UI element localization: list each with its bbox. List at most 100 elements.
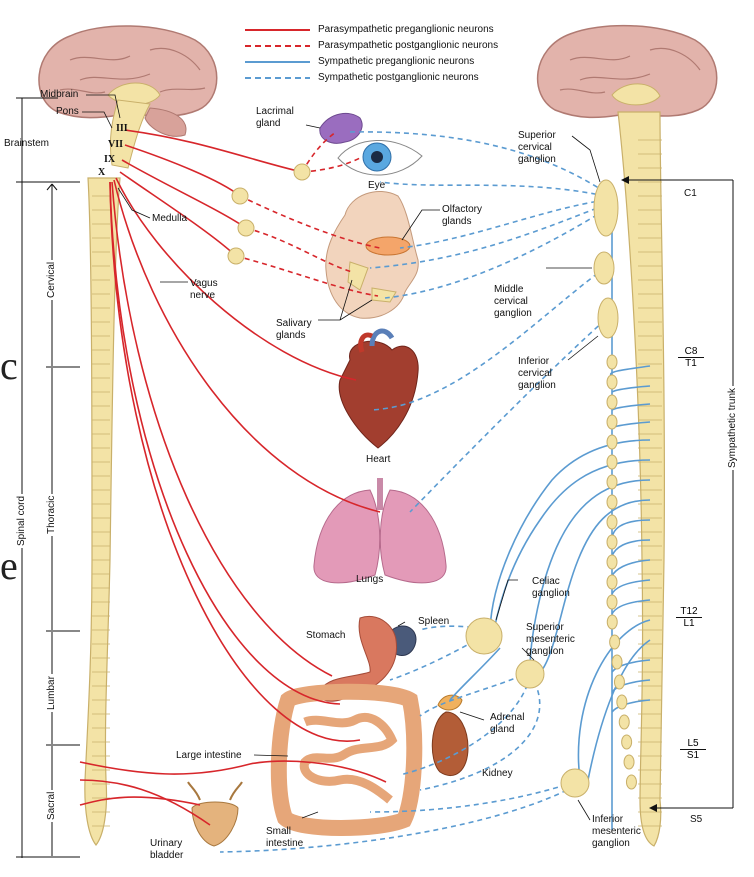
- label-celiac-ganglion: Celiac ganglion: [532, 576, 570, 599]
- sympathetic-preganglionic-paths: [449, 190, 651, 830]
- label-c1: C1: [684, 188, 697, 199]
- chain-ganglion: [606, 594, 618, 610]
- label-eye: Eye: [368, 180, 386, 191]
- submandibular-ganglion: [237, 219, 255, 237]
- chain-ganglion: [606, 354, 618, 370]
- large-intestine-shape: [270, 683, 423, 836]
- lungs-shape: [313, 478, 447, 584]
- chain-ganglion: [623, 754, 635, 770]
- chain-ganglion: [606, 494, 618, 510]
- label-pons: Pons: [56, 106, 79, 117]
- legend-label-parasympathetic-post: Parasympathetic postganglionic neurons: [318, 40, 499, 51]
- label-lumbar: Lumbar: [46, 674, 57, 712]
- label-lacrimal-gland: Lacrimal gland: [256, 106, 294, 129]
- left-spinal-cord: [84, 177, 121, 846]
- eye-shape: [337, 140, 423, 176]
- label-inferior-cervical-ganglion: Inferior cervical ganglion: [518, 356, 556, 391]
- label-heart: Heart: [366, 454, 391, 465]
- label-l5: L5: [680, 738, 706, 750]
- chain-ganglion: [606, 514, 618, 530]
- label-t1: T1: [685, 358, 697, 369]
- cutoff-letter-c: c: [0, 343, 18, 388]
- pterygopalatine-ganglion: [231, 187, 249, 205]
- celiac-ganglion-shape: [465, 617, 503, 655]
- label-small-intestine: Small intestine: [266, 826, 304, 849]
- parasympathetic-preganglionic-paths: [79, 129, 387, 826]
- label-spinal-cord: Spinal cord: [16, 493, 27, 548]
- chain-ganglion: [606, 534, 618, 550]
- ciliary-ganglion: [293, 163, 311, 181]
- label-c8-t1: C8 T1: [678, 346, 704, 369]
- left-brain: [38, 25, 218, 169]
- label-t12: T12: [676, 606, 702, 618]
- label-urinary-bladder: Urinary bladder: [150, 838, 184, 861]
- middle-cervical-ganglion-shape: [593, 251, 615, 285]
- chain-ganglion: [621, 734, 633, 750]
- chain-ganglion: [609, 634, 621, 650]
- chain-ganglion: [613, 674, 625, 690]
- legend: [245, 29, 310, 79]
- label-lungs: Lungs: [356, 574, 384, 585]
- lacrimal-gland-shape: [319, 112, 363, 144]
- label-medulla: Medulla: [152, 213, 188, 224]
- label-olfactory-glands: Olfactory glands: [442, 204, 483, 227]
- label-cervical: Cervical: [46, 259, 57, 300]
- cranial-nerve-ix: IX: [104, 154, 116, 165]
- label-l5-s1: L5 S1: [680, 738, 706, 761]
- label-sacral: Sacral: [46, 789, 57, 822]
- legend-label-sympathetic-post: Sympathetic postganglionic neurons: [318, 72, 479, 83]
- leader-lines: [82, 94, 601, 821]
- chain-ganglion: [616, 694, 628, 710]
- label-sympathetic-trunk: Sympathetic trunk: [727, 385, 738, 470]
- superior-mesenteric-ganglion-shape: [515, 659, 545, 689]
- label-superior-mesenteric-ganglion: Superior mesenteric ganglion: [526, 622, 575, 657]
- face-shape: [325, 191, 419, 319]
- parasympathetic-postganglionic-paths: [235, 131, 381, 297]
- label-stomach: Stomach: [306, 630, 346, 641]
- right-brain: [536, 24, 718, 119]
- chain-ganglion: [606, 374, 618, 390]
- label-brainstem: Brainstem: [4, 138, 50, 149]
- label-l1: L1: [683, 618, 695, 629]
- chain-ganglion: [606, 574, 618, 590]
- cranial-nerve-vii: VII: [108, 139, 124, 150]
- sympathetic-ganglia: [465, 179, 637, 798]
- cutoff-letter-e: e: [0, 543, 18, 588]
- label-vagus-nerve: Vagus nerve: [190, 278, 218, 301]
- inferior-mesenteric-ganglion-shape: [560, 768, 590, 798]
- superior-cervical-ganglion-shape: [593, 179, 619, 237]
- sympathetic-trunk-bracket: [621, 176, 734, 812]
- inferior-cervical-ganglion-shape: [597, 297, 619, 339]
- chain-ganglion: [606, 414, 618, 430]
- cranial-nerve-x: X: [98, 167, 106, 178]
- label-c8: C8: [678, 346, 704, 358]
- label-inferior-mesenteric-ganglion: Inferior mesenteric ganglion: [592, 814, 641, 849]
- right-spinal-cord: [617, 111, 666, 847]
- urinary-bladder-shape: [187, 781, 243, 847]
- label-salivary-glands: Salivary glands: [276, 318, 312, 341]
- chain-ganglion: [606, 394, 618, 410]
- adrenal-kidney-shape: [431, 694, 469, 777]
- small-intestine-shape: [299, 713, 398, 804]
- legend-label-sympathetic-pre: Sympathetic preganglionic neurons: [318, 56, 475, 67]
- cranial-nerve-iii: III: [116, 123, 128, 134]
- chain-ganglion: [618, 714, 630, 730]
- label-kidney: Kidney: [482, 768, 513, 779]
- label-adrenal-gland: Adrenal gland: [490, 712, 525, 735]
- label-midbrain: Midbrain: [40, 89, 79, 100]
- label-s5: S5: [690, 814, 703, 825]
- chain-ganglion: [606, 474, 618, 490]
- chain-ganglion: [611, 654, 623, 670]
- chain-ganglion: [606, 554, 618, 570]
- label-thoracic: Thoracic: [46, 493, 57, 536]
- chain-ganglion: [606, 434, 618, 450]
- label-superior-cervical-ganglion: Superior cervical ganglion: [518, 130, 556, 165]
- chain-ganglion: [625, 774, 637, 790]
- label-t12-l1: T12 L1: [676, 606, 702, 629]
- label-s1: S1: [686, 750, 700, 761]
- legend-label-parasympathetic-pre: Parasympathetic preganglionic neurons: [318, 24, 494, 35]
- heart-shape: [338, 328, 419, 449]
- label-large-intestine: Large intestine: [176, 750, 242, 761]
- spinal-region-brackets: [16, 97, 80, 858]
